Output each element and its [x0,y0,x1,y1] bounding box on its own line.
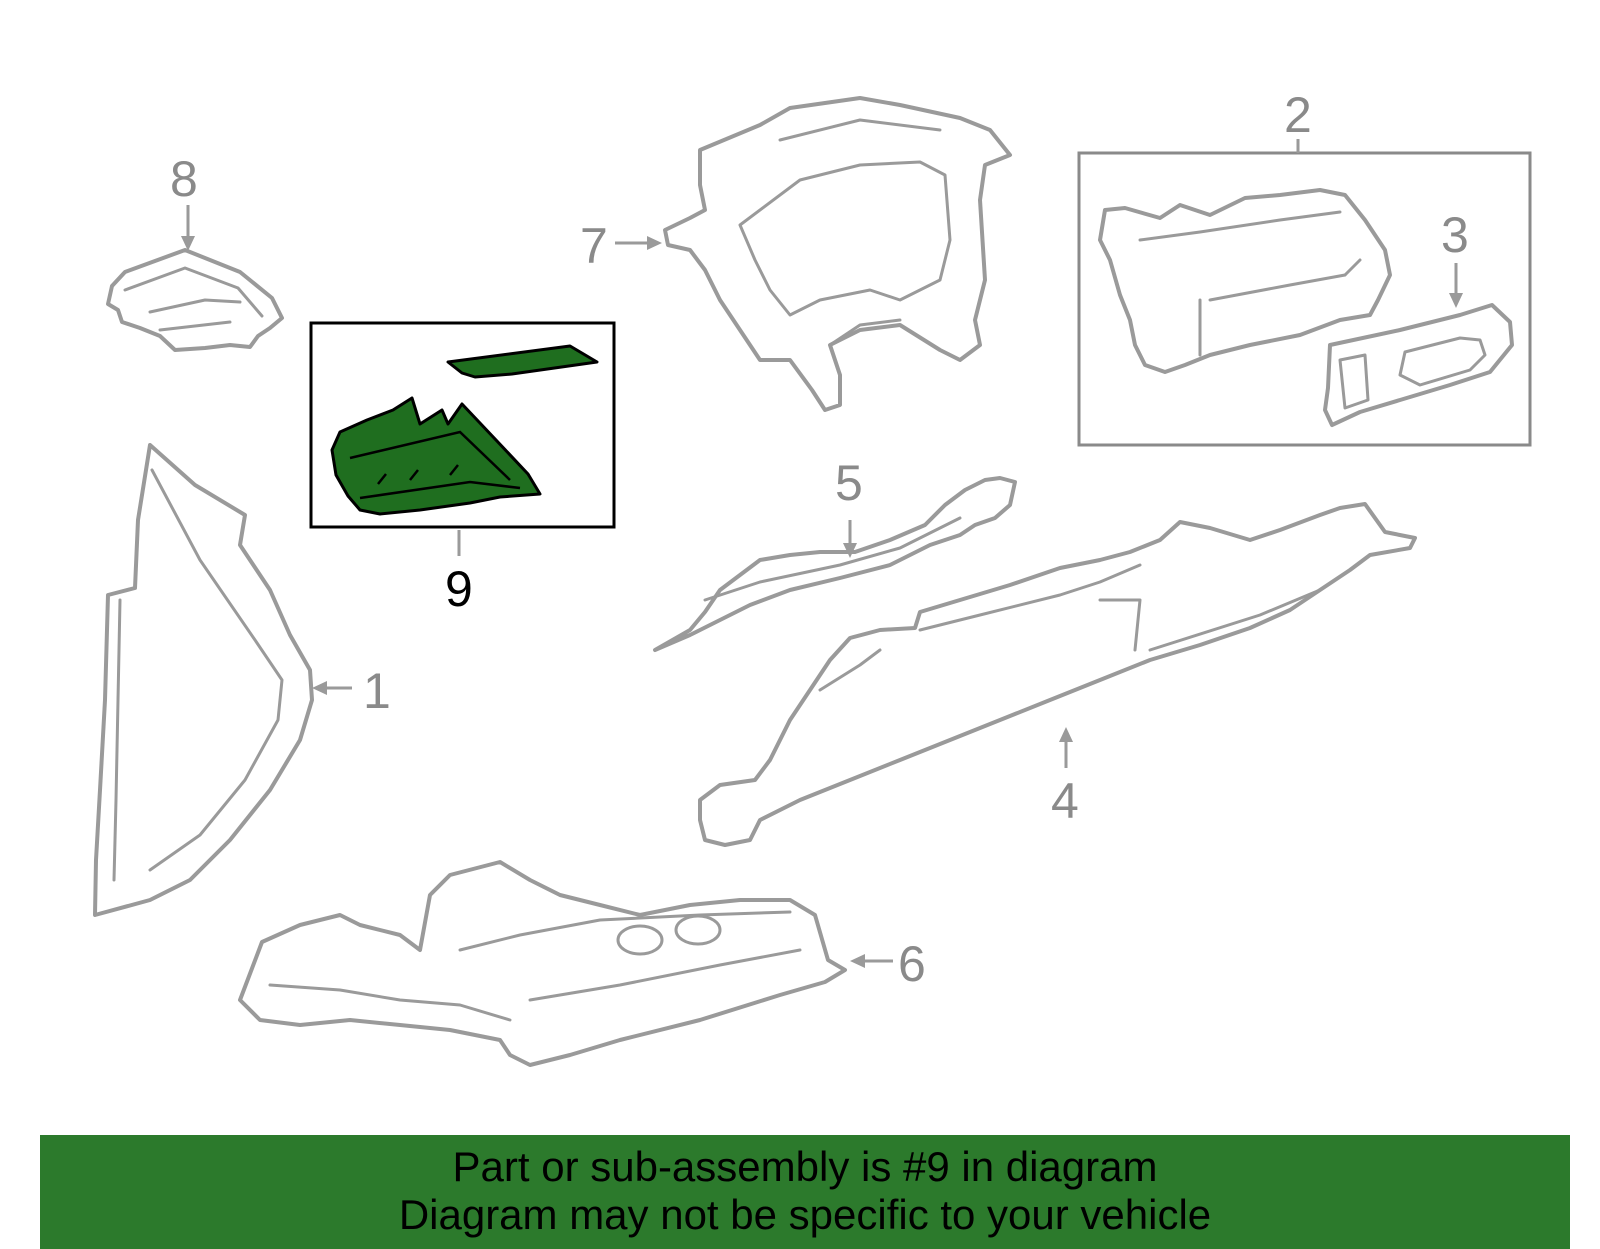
part-8-module[interactable] [106,248,284,352]
banner-line-1: Part or sub-assembly is #9 in diagram [452,1143,1158,1190]
callout-7: 7 [580,218,608,274]
callout-2: 2 [1284,87,1312,143]
callout-8: 8 [170,151,198,207]
callout-9: 9 [445,561,473,617]
part-2-cluster-trim[interactable] [1098,188,1392,374]
callout-1: 1 [363,663,391,719]
part-9-glove-box-door[interactable] [330,344,599,516]
part-9-box [309,321,616,529]
callout-5: 5 [835,455,863,511]
part-1-side-trim[interactable] [93,443,314,917]
info-banner: Part or sub-assembly is #9 in diagram Di… [40,1135,1570,1249]
part-5-reinforcement[interactable] [653,476,1017,652]
part-2-box [1077,151,1532,447]
part-4-lower-panel[interactable] [698,502,1417,847]
banner-line-2: Diagram may not be specific to your vehi… [398,1191,1212,1238]
part-7-cluster-bezel[interactable] [663,96,1012,412]
callout-4: 4 [1051,773,1079,829]
part-3-switch-bezel[interactable] [1323,303,1514,427]
part-6-insulator-panel[interactable] [238,860,847,1067]
callout-6: 6 [898,936,926,992]
callout-3: 3 [1441,207,1469,263]
